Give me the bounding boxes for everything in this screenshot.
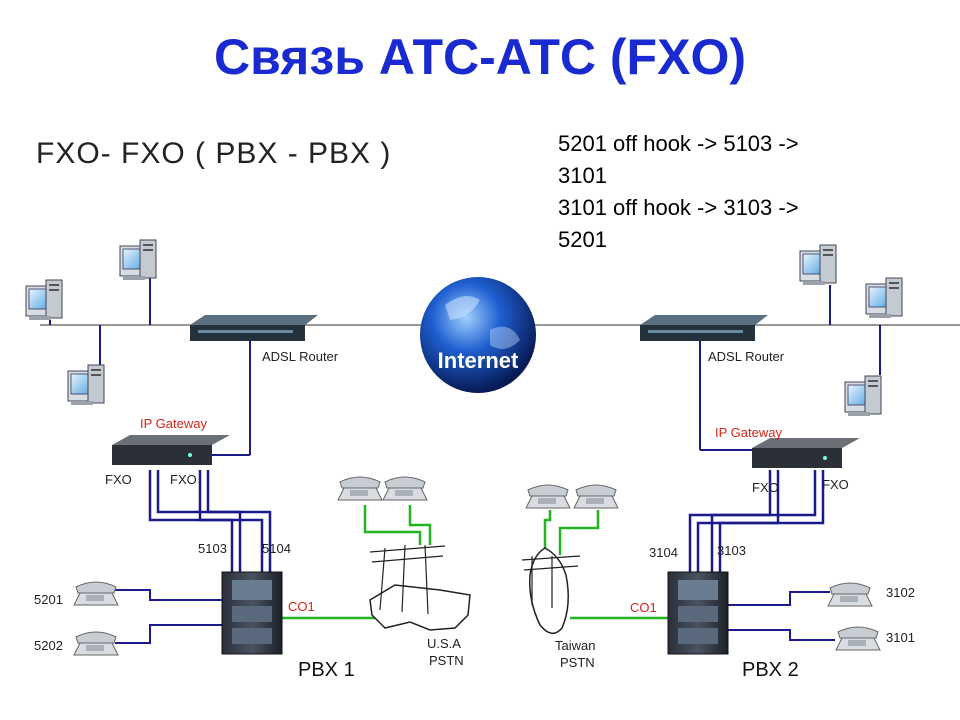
ip-gateway-left-icon	[112, 435, 230, 465]
co1-left-label: CO1	[288, 599, 315, 614]
gateway-left-label: IP Gateway	[140, 416, 207, 431]
pstn-lines	[282, 505, 668, 620]
computer-icon	[865, 277, 903, 319]
computer-icon	[67, 364, 105, 406]
phone-5202-label: 5202	[34, 638, 63, 653]
phone-3101-label: 3101	[886, 630, 915, 645]
pbx1-label: PBX 1	[298, 659, 355, 681]
ip-gateway-right-icon	[752, 438, 860, 468]
computer-icon	[119, 239, 157, 281]
extension-lines-right	[728, 591, 835, 641]
ext-3103-label: 3103	[717, 543, 746, 558]
adsl-router-right-icon	[640, 315, 768, 341]
taiwan-pstn-label-1: Taiwan	[555, 638, 595, 653]
ext-5104-label: 5104	[262, 541, 291, 556]
internet-globe-icon	[420, 277, 536, 393]
note-line-1: 5201 off hook -> 5103 ->	[558, 131, 799, 156]
phone-icon	[337, 476, 383, 501]
usa-pstn-label-1: U.S.A	[427, 636, 461, 651]
fxo-trunk-right	[688, 470, 825, 575]
phone-5201-label: 5201	[34, 592, 63, 607]
phone-icon	[73, 631, 119, 656]
call-flow-note: 5201 off hook -> 5103 -> 3101 3101 off h…	[558, 128, 858, 256]
note-line-4: 5201	[558, 227, 607, 252]
phone-icon	[573, 484, 619, 509]
fxo-trunk-left	[148, 470, 272, 575]
phone-icon	[835, 626, 881, 651]
co1-right-label: CO1	[630, 600, 657, 615]
extension-lines-left	[115, 589, 222, 644]
diagram-subtitle: FXO- FXO ( PBX - PBX )	[36, 137, 391, 170]
page-title: Связь АТС-АТС (FXO)	[213, 29, 746, 85]
phone-icon	[382, 476, 428, 501]
phone-icon	[827, 582, 873, 607]
phone-icon	[73, 581, 119, 606]
taiwan-pstn-map-icon	[521, 547, 581, 634]
router-right-label: ADSL Router	[708, 349, 785, 364]
ext-3104-label: 3104	[649, 545, 678, 560]
note-line-3: 3101 off hook -> 3103 ->	[558, 195, 799, 220]
ext-5103-label: 5103	[198, 541, 227, 556]
usa-pstn-label-2: PSTN	[429, 653, 464, 668]
adsl-router-left-icon	[190, 315, 318, 341]
fxo-left-1-label: FXO	[105, 472, 132, 487]
gateway-right-label: IP Gateway	[715, 425, 782, 440]
fxo-right-2-label: FXO	[822, 477, 849, 492]
fxo-right-1-label: FXO	[752, 480, 779, 495]
usa-pstn-map-icon	[369, 544, 471, 631]
taiwan-pstn-label-2: PSTN	[560, 655, 595, 670]
router-left-label: ADSL Router	[262, 349, 339, 364]
phone-icon	[525, 484, 571, 509]
computer-icon	[25, 279, 63, 321]
pbx2-label: PBX 2	[742, 659, 799, 681]
pbx2-rack-icon	[667, 571, 729, 655]
pbx1-rack-icon	[221, 571, 283, 655]
internet-label: Internet	[438, 348, 519, 373]
fxo-left-2-label: FXO	[170, 472, 197, 487]
computer-icon	[844, 375, 882, 417]
phone-3102-label: 3102	[886, 585, 915, 600]
note-line-2: 3101	[558, 163, 607, 188]
computer-icon	[799, 244, 837, 286]
